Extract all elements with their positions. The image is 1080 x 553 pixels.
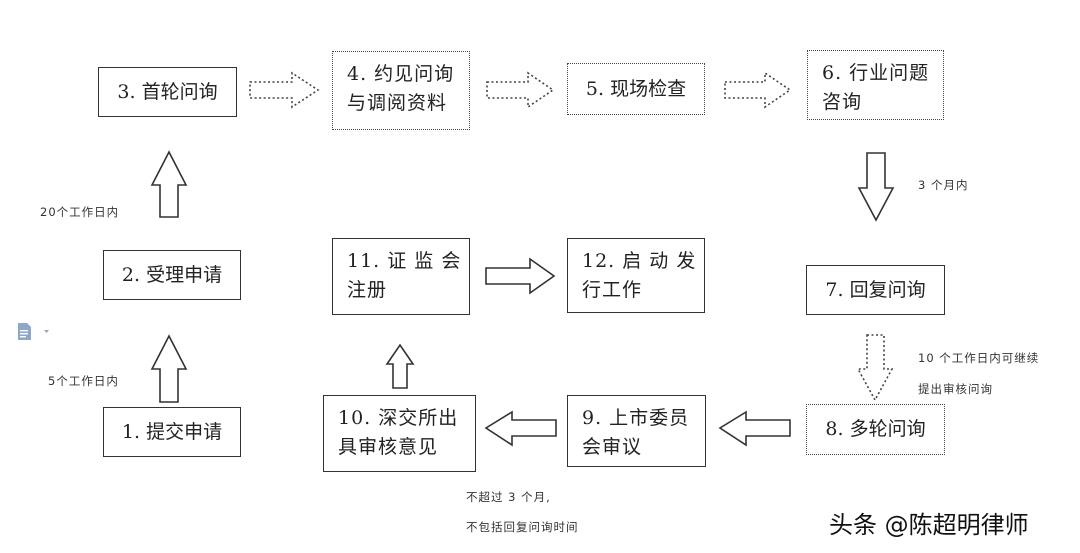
arrow-4-to-5 xyxy=(486,71,555,109)
step-9-listing-committee: 9. 上市委员 会审议 xyxy=(567,395,706,467)
arrow-3-to-4 xyxy=(249,71,320,109)
step-5-onsite-inspection: 5. 现场检查 xyxy=(567,63,705,115)
step-3-first-inquiry: 3. 首轮问询 xyxy=(98,67,237,117)
note-time-limit-line1: 不超过 3 个月, xyxy=(466,490,551,504)
step-8-multi-inquiry: 8. 多轮问询 xyxy=(806,404,945,455)
note-20-workdays: 20个工作日内 xyxy=(40,205,120,219)
note-3-months: 3 个月内 xyxy=(918,178,969,192)
note-5-workdays: 5个工作日内 xyxy=(48,374,119,388)
note-time-limit-line2: 不包括回复问询时间 xyxy=(466,520,579,534)
arrow-10-to-11 xyxy=(385,343,415,389)
step-4-meeting-inquiry: 4. 约见问询 与调阅资料 xyxy=(332,51,470,130)
step-12-start-issuance: 12. 启 动 发 行工作 xyxy=(567,238,705,313)
step-7-reply-inquiry: 7. 回复问询 xyxy=(806,265,945,315)
step-1-submit: 1. 提交申请 xyxy=(103,407,241,457)
note-10-workdays-line2: 提出审核问询 xyxy=(918,382,993,396)
step-2-accept: 2. 受理申请 xyxy=(103,250,241,300)
step-6-industry-consult: 6. 行业问题 咨询 xyxy=(807,50,944,120)
step-11-csrc-registration: 11. 证 监 会 注册 xyxy=(332,238,470,315)
arrow-6-to-7 xyxy=(857,152,895,222)
step-10-szse-opinion: 10. 深交所出 具审核意见 xyxy=(323,395,476,472)
arrow-7-to-8 xyxy=(856,334,894,402)
arrow-1-to-2 xyxy=(150,334,188,403)
arrow-2-to-3 xyxy=(150,150,188,218)
arrow-5-to-6 xyxy=(724,71,792,109)
arrow-9-to-10 xyxy=(484,410,557,447)
arrow-8-to-9 xyxy=(718,410,791,447)
arrow-11-to-12 xyxy=(485,257,556,295)
watermark-author: 头条 @陈超明律师 xyxy=(829,511,1029,539)
note-10-workdays-line1: 10 个工作日内可继续 xyxy=(918,351,1040,365)
document-icon[interactable] xyxy=(17,322,51,342)
